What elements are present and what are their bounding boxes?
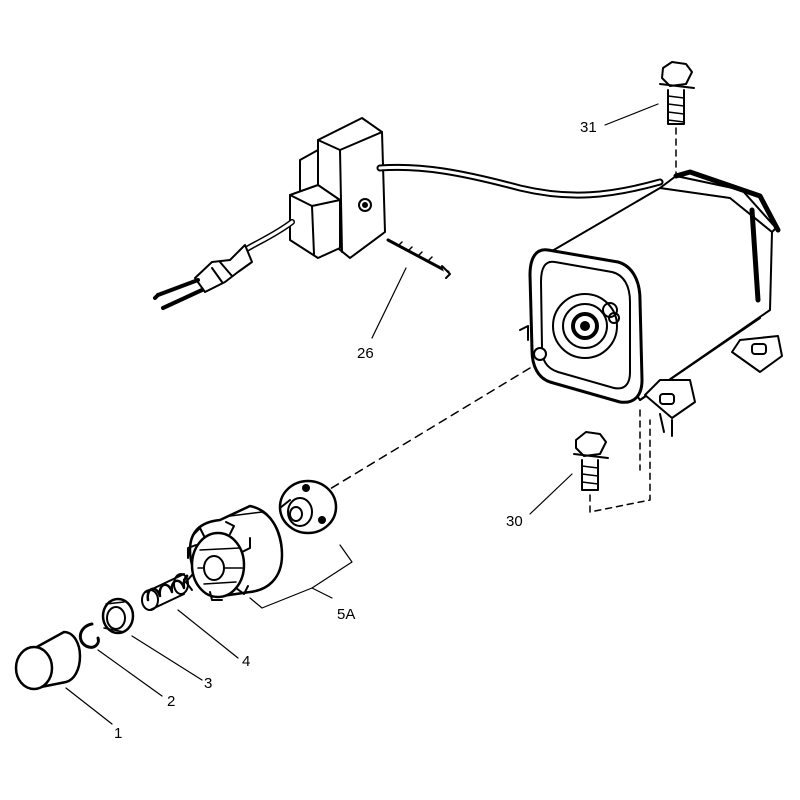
callout-4: 4 <box>242 653 251 670</box>
axis-dash <box>324 367 531 493</box>
flange-drawing <box>278 479 338 535</box>
callout-3: 3 <box>204 675 213 692</box>
dash-30 <box>589 419 651 513</box>
callout-30: 30 <box>506 513 523 530</box>
snap-ring-drawing <box>78 622 100 649</box>
callout-1: 1 <box>114 725 123 742</box>
motor-drawing <box>519 169 783 437</box>
callout-26: 26 <box>357 345 374 362</box>
callout-31: 31 <box>580 119 597 136</box>
bolt-30-drawing <box>573 431 609 491</box>
leader-lines <box>65 103 659 725</box>
callout-5a: 5A <box>337 606 356 623</box>
callout-2: 2 <box>167 693 176 710</box>
collar-drawing <box>101 597 135 635</box>
spring-drawing <box>141 573 189 611</box>
drive-gear-drawing <box>185 504 284 601</box>
screw-26-drawing <box>386 238 451 279</box>
bolt-31-drawing <box>659 61 695 125</box>
cap-drawing <box>14 630 82 691</box>
switch-box-drawing <box>153 117 664 310</box>
